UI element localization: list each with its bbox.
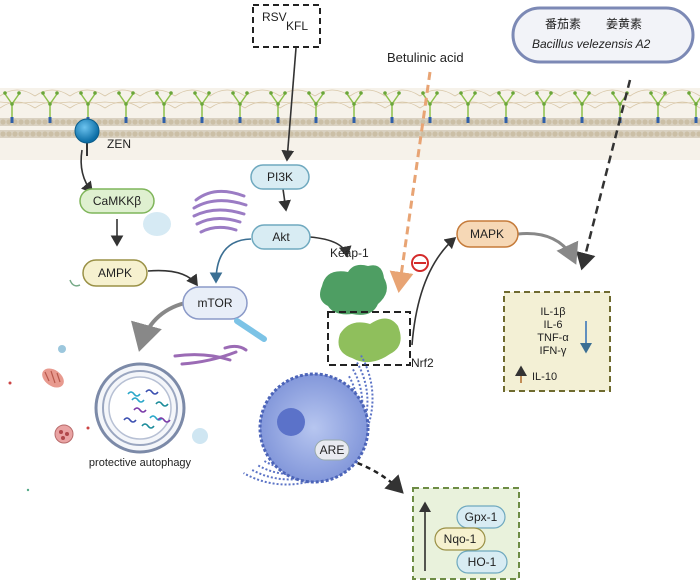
arrow-nrf2-mapk [411,236,457,346]
cytokine-il1b: IL-1β [540,306,565,318]
rsv-label: RSV [262,10,287,24]
glycoprotein-icon [497,91,515,123]
glycoprotein-icon [535,91,553,123]
cytokine-ifng: IFN-γ [540,345,567,357]
glycoprotein-icon [269,91,287,123]
arrow-mtor-autophagy [131,301,186,352]
glycoprotein-icon [41,91,59,123]
vesicle [143,212,171,236]
dot [26,488,30,492]
legend-item-tomato: 番茄素 [545,17,581,31]
arrow-betulinic-nrf2 [389,71,432,293]
glycoprotein-icon [687,91,700,123]
rsv-kfl-box: RSV KFL [252,4,321,48]
pi3k-node: PI3K [250,164,310,190]
keap1-protein: Keap-1 [320,246,387,315]
mtor-node: mTOR [182,286,248,320]
lysosome-icon [54,424,74,444]
legend-item-bacillus: Bacillus velezensis A2 [532,37,651,51]
vesicle-small [192,428,208,444]
cytokine-box: IL-1β IL-6 TNF-α IFN-γ IL-10 [503,291,611,392]
gene-nqo1: Nqo-1 [444,532,477,546]
nucleus: ARE [243,355,374,486]
cytokine-il6: IL-6 [544,319,563,331]
gene-gpx1: Gpx-1 [465,510,498,524]
cell-membrane [0,88,700,160]
pi3k-label: PI3K [267,170,293,184]
cytokine-il10: IL-10 [532,371,557,383]
nrf2-complex: Nrf2 [327,311,434,370]
cytokine-tnfa: TNF-α [537,332,569,344]
glycoprotein-icon [649,91,667,123]
gene-ho1: HO-1 [468,555,497,569]
arrow-akt-keap [309,236,352,258]
betulinic-acid-label: Betulinic acid [387,50,464,65]
autophagy-label: protective autophagy [89,457,192,469]
nrf2-label: Nrf2 [411,356,434,370]
ampk-tail [69,279,81,287]
dot [8,381,12,385]
glycoprotein-icon [345,91,363,123]
glycoprotein-icon [383,91,401,123]
zen-label: ZEN [107,137,131,151]
keap1-label: Keap-1 [330,246,369,260]
er-fragment-icon [173,344,248,366]
glycoprotein-icon [193,91,211,123]
arrow-pi3k-akt [278,188,291,212]
akt-node: Akt [251,224,311,250]
dot [86,426,90,430]
glycoprotein-icon [155,91,173,123]
compound-legend: 番茄素 姜黄素 Bacillus velezensis A2 [511,6,695,64]
arrow-compounds-cytokines [576,79,632,271]
ampk-node: AMPK [82,259,148,287]
arrow-ampk-mtor [147,269,198,287]
glycoprotein-icon [459,91,477,123]
nucleolus [277,408,305,436]
arrow-mapk-cytokines [517,232,579,265]
autophagosome: protective autophagy [89,362,192,469]
glycoprotein-icon [231,91,249,123]
mapk-label: MAPK [470,227,504,241]
camkk-node: CaMKKβ [79,188,155,214]
mitochondrion-icon [42,368,64,388]
gene-box: Gpx-1 Nqo-1 HO-1 [412,487,520,580]
glycoprotein-icon [421,91,439,123]
are-label: ARE [320,443,345,457]
arrow-are-genes [348,458,404,494]
glycoprotein-icon [573,91,591,123]
kfl-label: KFL [286,19,308,33]
vesicle-tiny [58,345,66,353]
zen-receptor: ZEN [74,118,131,156]
glycoprotein-icon [117,91,135,123]
camkk-label: CaMKKβ [93,194,141,208]
inhibition-icon [411,254,429,272]
legend-item-curcumin: 姜黄素 [606,17,642,31]
glycoprotein-icon [3,91,21,123]
mtor-label: mTOR [197,296,232,310]
glycoprotein-icon [307,91,325,123]
akt-label: Akt [272,230,290,244]
ampk-label: AMPK [98,266,132,280]
mapk-node: MAPK [456,220,519,248]
golgi-icon [192,189,248,234]
mtor-inhibitor-bar [234,318,267,342]
arrow-akt-mtor [209,238,252,284]
arrow-rsv-pi3k [281,47,297,162]
